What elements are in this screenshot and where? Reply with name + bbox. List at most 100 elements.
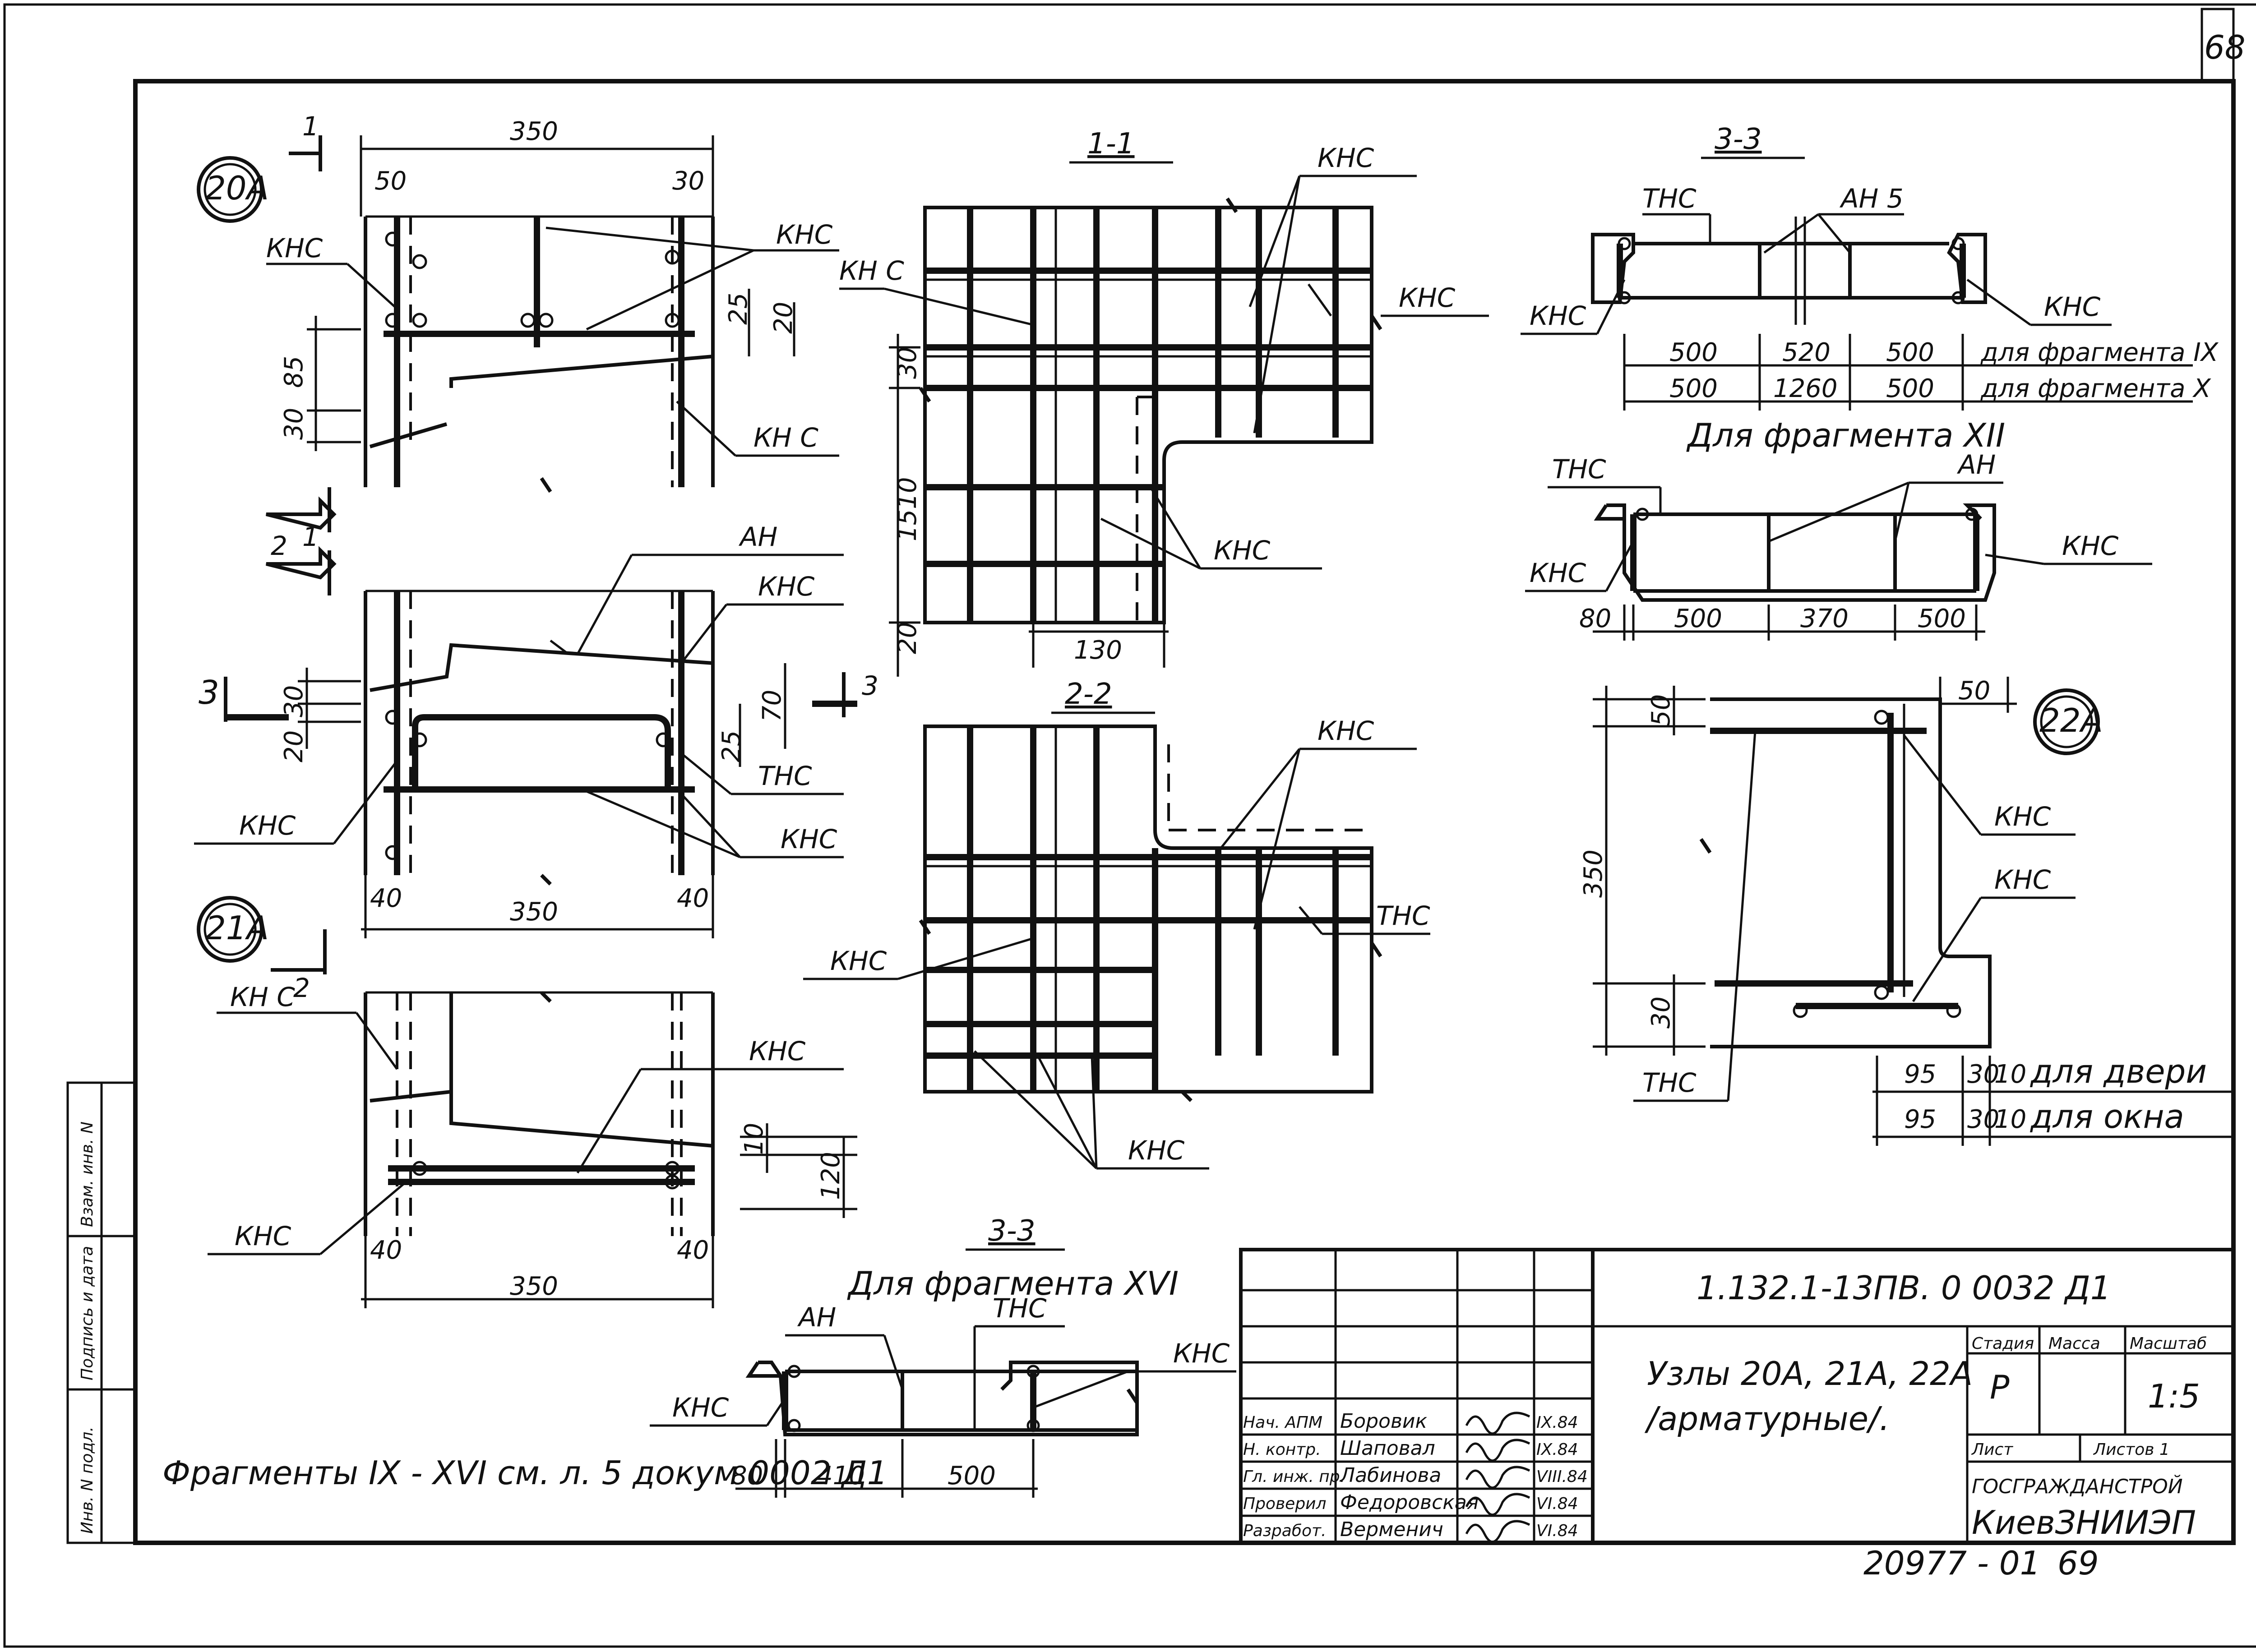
svg-text:50: 50 [1958,676,1990,706]
svg-text:95: 95 [1904,1105,1936,1134]
svg-text:350: 350 [1579,849,1608,898]
side-label-signature: Подпись и дата [78,1246,97,1380]
svg-text:ТНС: ТНС [993,1293,1047,1324]
svg-text:АН 5: АН 5 [1839,183,1904,214]
fragment-xii-title: Для фрагмента XII [1686,416,2005,454]
svg-text:КНС: КНС [1128,1135,1185,1166]
svg-text:КНС: КНС [1530,558,1586,588]
svg-text:VIII.84: VIII.84 [1536,1467,1588,1486]
section-1-1: 1-1 30 1510 20 130 КНС [839,127,1489,677]
node-22a: 22А 50 50 350 30 КНС КНС ТНС [1579,676,2233,1146]
svg-text:Гл. инж. пр.: Гл. инж. пр. [1243,1467,1345,1486]
svg-text:КНС: КНС [235,1221,291,1251]
svg-text:500: 500 [1674,604,1722,633]
svg-text:Нач. АПМ: Нач. АПМ [1243,1413,1322,1432]
svg-text:ТНС: ТНС [1552,454,1606,485]
svg-text:370: 370 [1800,604,1849,633]
svg-text:для двери: для двери [2029,1052,2207,1090]
svg-text:КНС: КНС [2062,531,2119,561]
signature-mark [1465,1520,1530,1543]
node-badge-22a [2033,688,2100,755]
svg-text:Боровик: Боровик [1340,1410,1427,1433]
svg-text:АН: АН [738,521,777,552]
svg-text:350: 350 [510,897,558,927]
svg-text:КН С: КН С [230,982,295,1012]
svg-text:ТНС: ТНС [758,761,812,791]
scale-value: 1:5 [2148,1377,2200,1415]
svg-text:КНС: КНС [239,810,296,841]
svg-text:10: 10 [740,1123,769,1155]
section-2-2: 2-2 КНС ТНС КНС КНС [803,678,1430,1170]
svg-text:3: 3 [862,670,878,701]
svg-text:500: 500 [948,1461,996,1490]
svg-text:Н. контр.: Н. контр. [1243,1440,1321,1459]
svg-text:20: 20 [279,730,309,762]
side-label-replace: Взам. инв. N [78,1121,97,1227]
svg-text:20А: 20А [205,169,269,207]
svg-text:10: 10 [1994,1105,2026,1134]
svg-text:95: 95 [1904,1060,1936,1089]
page-number: 68 [2204,28,2246,66]
svg-text:Лабинова: Лабинова [1339,1464,1441,1487]
node-badge-21a [197,896,264,963]
svg-text:30: 30 [1646,997,1676,1029]
svg-text:25: 25 [717,730,746,762]
svg-text:КНС: КНС [1994,801,2051,832]
svg-text:КНС: КНС [266,233,323,263]
svg-text:Федоровская: Федоровская [1340,1491,1479,1514]
stage-value: Р [1990,1368,2010,1406]
svg-text:40: 40 [677,1236,709,1265]
svg-text:350: 350 [510,117,558,146]
svg-text:АН: АН [797,1302,836,1333]
svg-text:КНС: КНС [1530,300,1586,331]
svg-text:410: 410 [817,1461,865,1490]
footer-code: 20977 - 01 [1863,1544,2040,1582]
svg-text:Масса: Масса [2048,1334,2100,1353]
svg-text:Масштаб: Масштаб [2130,1334,2207,1353]
svg-text:Верменич: Верменич [1340,1518,1443,1541]
svg-text:10: 10 [1994,1060,2026,1089]
svg-text:30: 30 [893,347,922,379]
svg-text:ТНС: ТНС [1642,183,1697,214]
document-code: 1.132.1-13ПВ. 0 0032 Д1 [1697,1269,2111,1307]
node-badge-20a [197,156,264,223]
document-name-line2: /арматурные/. [1644,1400,1890,1438]
svg-text:1260: 1260 [1773,374,1838,403]
svg-text:21А: 21А [205,909,269,947]
section-title-3-3-bottom: 3-3 [988,1214,1036,1248]
signature-mark [1465,1466,1530,1489]
node-20a: 20А 1 350 50 30 85 30 [197,111,839,493]
svg-text:КН С: КН С [754,422,818,453]
footer-number: 69 [2057,1544,2099,1582]
svg-text:2: 2 [293,973,310,1003]
svg-text:IX.84: IX.84 [1536,1440,1578,1459]
svg-text:IX.84: IX.84 [1536,1413,1578,1432]
svg-text:20: 20 [893,622,922,654]
svg-text:500: 500 [1669,374,1718,403]
fragment-xvi-title: Для фрагмента XVI [847,1264,1179,1302]
svg-text:22А: 22А [2039,701,2103,739]
svg-text:500: 500 [1886,338,1934,367]
svg-text:Шаповал: Шаповал [1340,1437,1435,1460]
svg-text:КНС: КНС [672,1392,729,1423]
side-strip: Взам. инв. N Подпись и дата Инв. N подл. [66,1081,137,1544]
svg-text:40: 40 [677,884,709,913]
svg-text:АН: АН [1956,449,1996,480]
svg-text:ТНС: ТНС [1642,1067,1697,1098]
svg-text:85: 85 [279,356,309,388]
svg-text:КНС: КНС [1994,864,2051,895]
svg-text:80: 80 [1579,604,1611,633]
svg-text:Стадия: Стадия [1972,1334,2034,1353]
svg-text:для фрагмента X: для фрагмента X [1980,374,2211,403]
svg-text:КНС: КНС [1399,282,1456,313]
svg-text:КНС: КНС [1214,535,1271,566]
section-title-3-3-top: 3-3 [1715,123,1762,156]
section-3-3-bottom: 3-3 Для фрагмента XVI АН ТНС КНС КНС 80 … [650,1214,1236,1498]
svg-text:КНС: КНС [830,946,887,976]
svg-text:КНС: КНС [758,571,815,602]
svg-text:КНС: КНС [776,219,833,250]
svg-text:Разработ.: Разработ. [1243,1522,1326,1540]
svg-text:20: 20 [769,302,798,334]
signature-mark [1465,1412,1530,1435]
